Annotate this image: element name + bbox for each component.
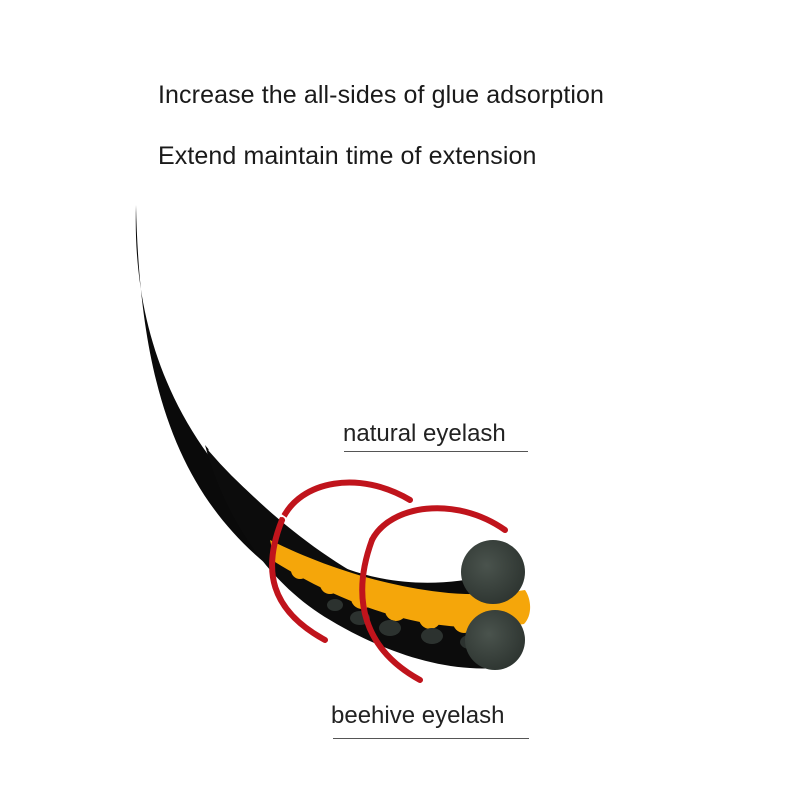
natural-eyelash-label: natural eyelash <box>343 420 506 447</box>
natural-lash-end <box>461 540 525 604</box>
glue-ring-back-right <box>369 505 508 543</box>
glue-ring-front-right <box>359 537 423 683</box>
natural-eyelash-underline <box>344 451 528 452</box>
beehive-eyelash-label: beehive eyelash <box>331 702 505 729</box>
headline-extension-time: Extend maintain time of extension <box>158 142 537 170</box>
glue-ring-back-left <box>279 479 413 523</box>
beehive-eyelash <box>205 445 496 669</box>
glue-layer <box>270 540 531 628</box>
headline-glue-adsorption: Increase the all-sides of glue adsorptio… <box>158 81 605 109</box>
lash-gap <box>208 448 302 530</box>
beehive-eyelash-underline <box>333 738 529 739</box>
glue-ring-front-left <box>269 517 328 643</box>
natural-eyelash <box>135 205 500 617</box>
beehive-lash-end <box>465 610 525 670</box>
